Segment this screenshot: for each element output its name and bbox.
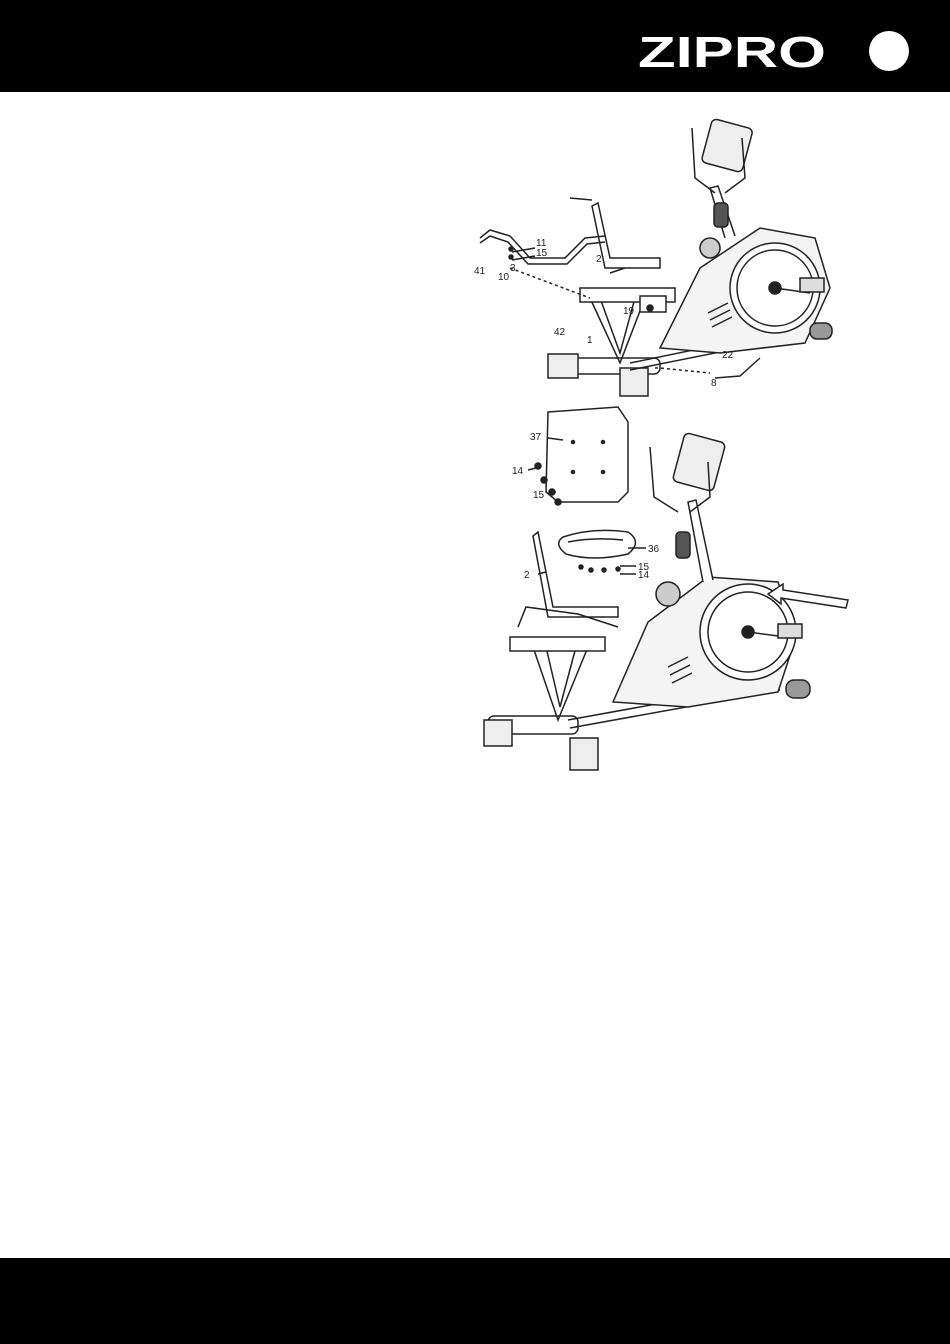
part-label: 10 [498, 272, 510, 283]
brand-text: ZIPRO [638, 28, 826, 74]
part-label: 36 [648, 544, 660, 555]
header-bar: ZIPRO [0, 0, 950, 92]
part-label: 2 [596, 254, 602, 265]
part-label: 41 [474, 266, 486, 277]
part-label: 22 [722, 350, 734, 361]
part-label: 19 [623, 306, 635, 317]
part-label: 8 [711, 378, 717, 389]
assembly-diagram-top: 11 15 2 41 3 10 19 42 1 22 8 [470, 118, 840, 403]
part-label: 2 [524, 570, 530, 581]
part-label: 1 [587, 335, 593, 346]
assembly-diagram-bottom: 37 14 15 36 2 15 14 [478, 402, 858, 774]
part-label: 14 [638, 570, 650, 581]
part-label: 42 [554, 327, 566, 338]
part-label: 14 [512, 466, 524, 477]
language-badge [869, 31, 909, 71]
brand-logo: ZIPRO [636, 26, 836, 74]
part-label: 15 [536, 248, 548, 259]
part-label: 3 [510, 263, 516, 274]
footer-bar [0, 1258, 950, 1344]
part-label: 15 [533, 490, 545, 501]
part-label: 37 [530, 432, 542, 443]
